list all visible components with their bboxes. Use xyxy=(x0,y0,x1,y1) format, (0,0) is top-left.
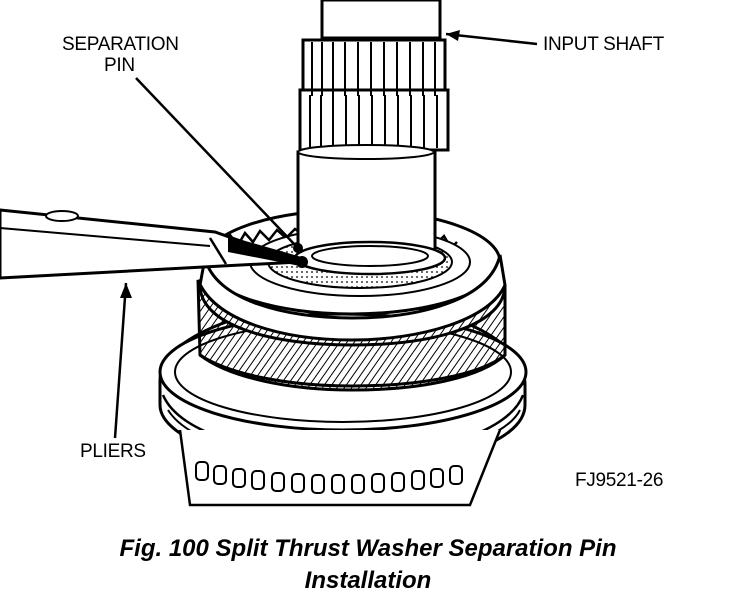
label-input-shaft: INPUT SHAFT xyxy=(543,34,664,55)
pliers xyxy=(0,208,308,280)
arrowheads xyxy=(120,30,460,298)
label-pin: PIN xyxy=(104,55,135,76)
figure-caption-line2: Installation xyxy=(304,567,432,594)
figure-caption-line1: Fig. 100 Split Thrust Washer Separation … xyxy=(119,535,617,562)
figure-code: FJ9521-26 xyxy=(575,470,664,491)
input-shaft xyxy=(293,0,450,276)
lower-spline-teeth xyxy=(195,461,463,494)
leader-lines xyxy=(113,32,538,439)
label-pliers: PLIERS xyxy=(80,441,146,462)
label-separation: SEPARATION xyxy=(62,34,179,55)
